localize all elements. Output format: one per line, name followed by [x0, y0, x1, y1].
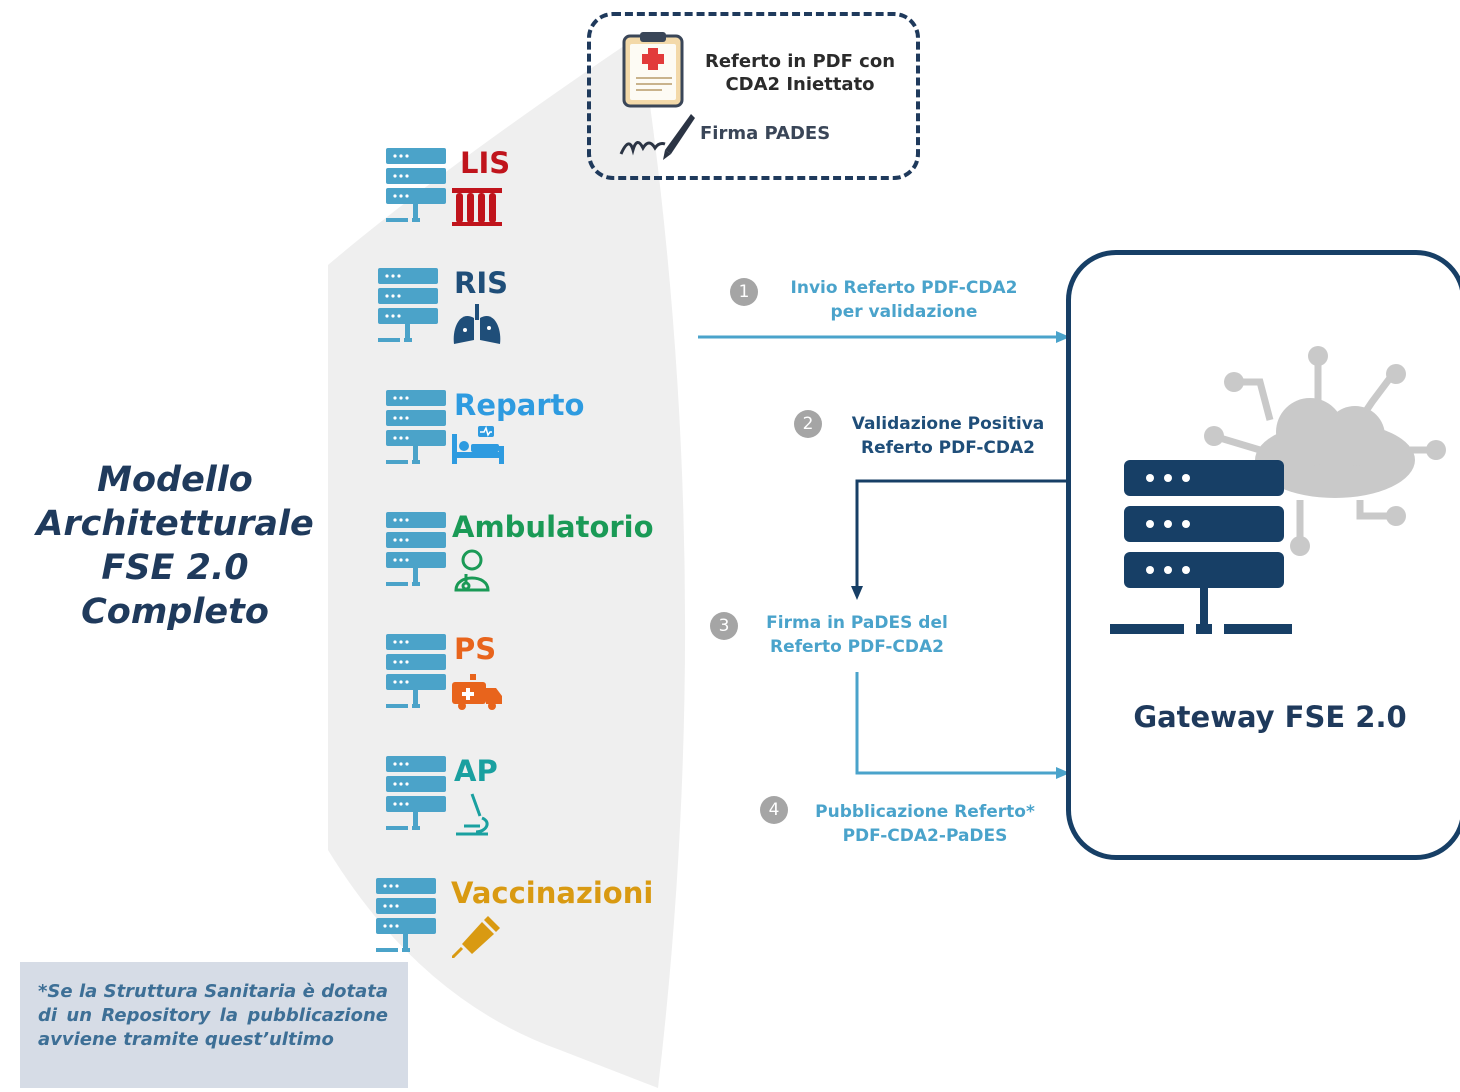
system-label-lis: LIS	[460, 146, 511, 180]
arrow-4-line	[855, 672, 1060, 775]
gateway-server-cloud-icon	[1110, 346, 1446, 634]
signature-pen-icon	[619, 114, 695, 160]
syringe-icon	[450, 914, 502, 962]
system-label-ris: RIS	[454, 266, 509, 300]
step-4-badge: 4	[760, 796, 788, 824]
system-label-ap: AP	[454, 754, 498, 788]
server-icon	[376, 878, 436, 960]
server-icon	[386, 634, 446, 716]
server-icon	[386, 148, 446, 230]
step-1-label: Invio Referto PDF-CDA2 per validazione	[790, 278, 1018, 322]
server-icon	[378, 268, 438, 350]
referto-label: Referto in PDF con CDA2 Iniettato	[704, 51, 896, 95]
doctor-icon	[452, 548, 492, 596]
lungs-icon	[452, 304, 502, 350]
arrow-2-line	[855, 479, 1066, 590]
test-tubes-icon	[452, 184, 502, 230]
server-icon	[386, 512, 446, 594]
hospital-bed-icon	[452, 425, 504, 470]
step-4-label: Pubblicazione Referto* PDF-CDA2-PaDES	[815, 802, 1035, 846]
system-label-reparto: Reparto	[454, 388, 585, 422]
step-2-label: Validazione Positiva Referto PDF-CDA2	[851, 414, 1045, 458]
system-label-ambulatorio: Ambulatorio	[452, 510, 654, 544]
microscope-icon	[452, 792, 492, 840]
system-label-ps: PS	[454, 632, 497, 666]
system-label-vaccinazioni: Vaccinazioni	[451, 876, 654, 910]
arrow-2-head	[851, 586, 863, 600]
firma-label: Firma PADES	[700, 123, 831, 144]
footnote: *Se la Struttura Sanitaria è dotata di u…	[20, 962, 408, 1088]
server-icon	[386, 756, 446, 838]
step-1-badge: 1	[730, 278, 758, 306]
step-3-label: Firma in PaDES del Referto PDF-CDA2	[766, 613, 948, 657]
step-2-badge: 2	[794, 410, 822, 438]
arrow-4-head	[1056, 767, 1070, 779]
arrow-1-head	[1056, 331, 1070, 343]
document-signature-box	[587, 12, 920, 180]
diagram-title: Modello Architetturale FSE 2.0 Completo	[36, 460, 314, 632]
ambulance-icon	[452, 670, 502, 714]
server-icon	[386, 390, 446, 472]
gateway-label: Gateway FSE 2.0	[1133, 700, 1407, 734]
step-3-badge: 3	[710, 612, 738, 640]
medical-report-icon	[622, 32, 684, 108]
